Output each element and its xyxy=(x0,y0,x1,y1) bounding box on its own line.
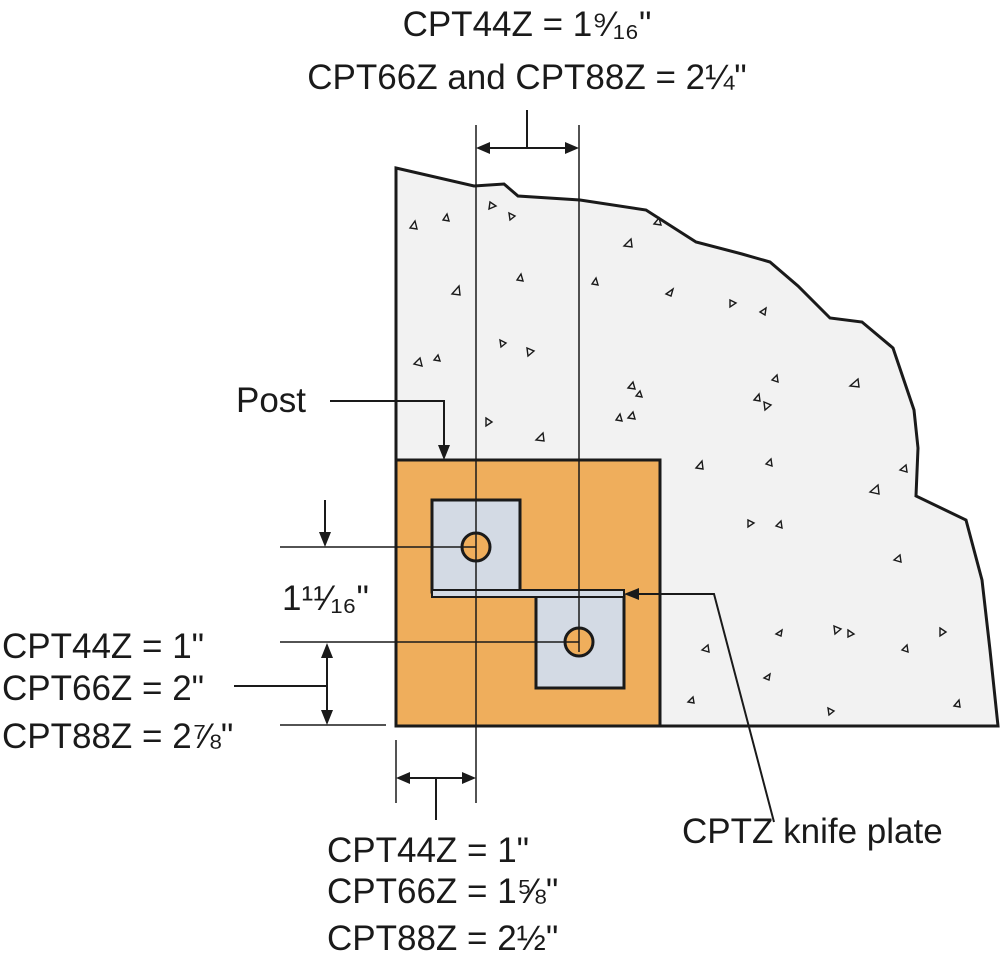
left-dimension-line2: CPT66Z = 2" xyxy=(2,669,204,708)
bottom-dimension-arrow xyxy=(395,740,476,820)
top-dimension-arrow xyxy=(476,110,579,154)
bottom-dimension-line2: CPT66Z = 1⅝" xyxy=(327,872,558,911)
bottom-dimension-line3: CPT88Z = 2½" xyxy=(327,919,558,958)
left-dimension-arrow xyxy=(234,643,333,725)
top-dimension-line2: CPT66Z and CPT88Z = 2¼" xyxy=(307,58,746,97)
aggregate-pattern xyxy=(408,200,961,717)
vertical-spacing-label: 1¹¹⁄₁₆" xyxy=(282,579,369,618)
bottom-dimension-line1: CPT44Z = 1" xyxy=(327,831,529,870)
knife-plate-leader xyxy=(624,588,775,823)
top-dimension-line1: CPT44Z = 1⁹⁄₁₆" xyxy=(403,5,652,44)
knife-plate-label: CPTZ knife plate xyxy=(682,812,943,851)
left-dimension-line3: CPT88Z = 2⅞" xyxy=(2,717,233,756)
vertical-spacing-arrow xyxy=(319,500,331,547)
post-leader xyxy=(330,400,450,460)
left-dimension-line1: CPT44Z = 1" xyxy=(2,627,204,666)
post-label: Post xyxy=(236,381,306,420)
knife-plate-edge xyxy=(431,589,625,598)
